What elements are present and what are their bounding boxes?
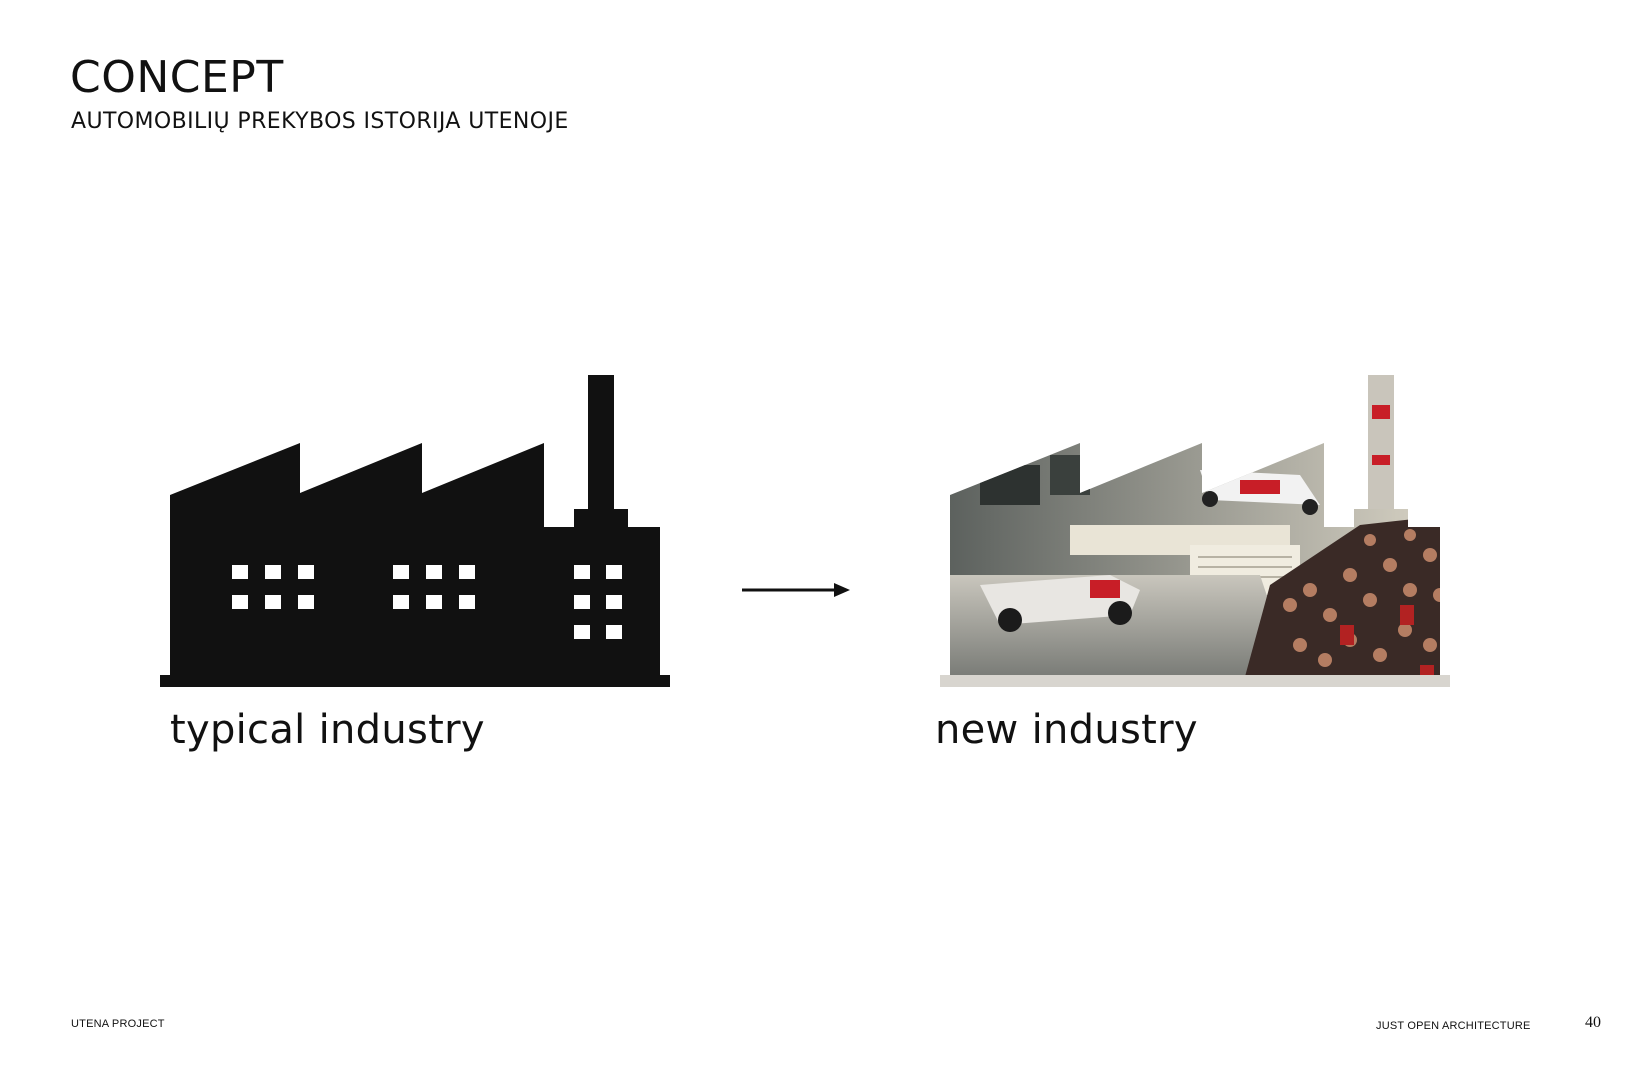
- page-title: CONCEPT: [70, 52, 284, 103]
- new-industry-caption: new industry: [935, 707, 1198, 753]
- page-number: 40: [1585, 1014, 1601, 1031]
- factory-photo-collage: [940, 375, 1450, 687]
- factory-silhouette-icon: [160, 375, 670, 687]
- footer-studio-name: JUST OPEN ARCHITECTURE: [1376, 1020, 1531, 1032]
- arrow-right-icon: [742, 583, 850, 597]
- typical-industry-caption: typical industry: [170, 707, 485, 753]
- footer-project-name: UTENA PROJECT: [71, 1018, 165, 1030]
- page-subtitle: AUTOMOBILIŲ PREKYBOS ISTORIJA UTENOJE: [71, 109, 569, 134]
